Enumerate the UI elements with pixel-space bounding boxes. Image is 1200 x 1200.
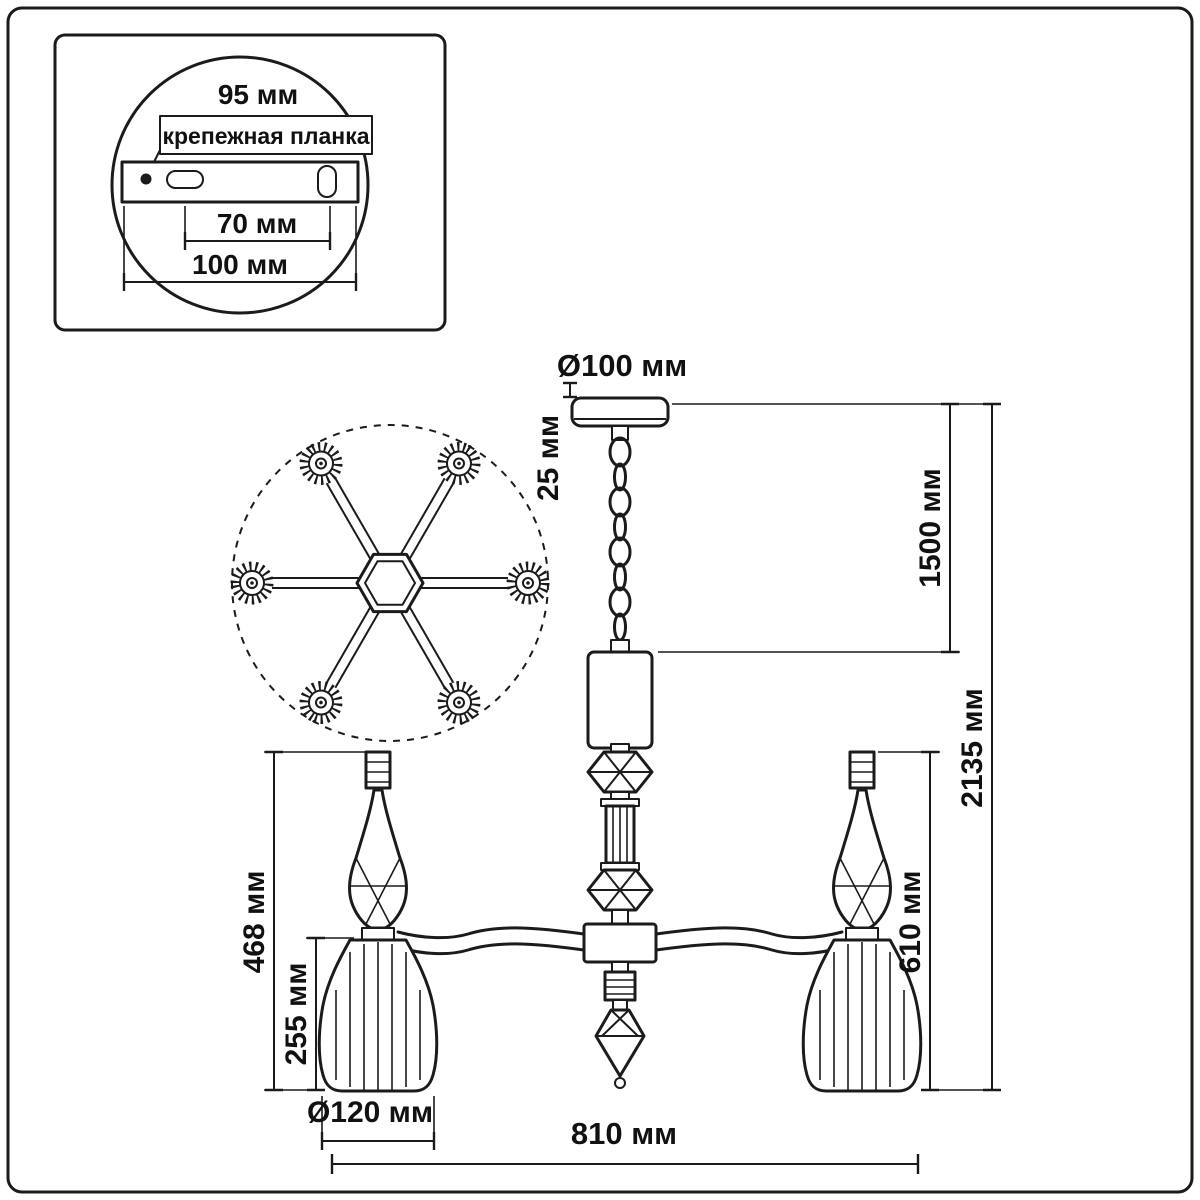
canopy-height-dim: 25 мм [532,381,577,501]
dim-610: 610 мм [894,750,939,1092]
finial-drop [594,1008,646,1078]
dim-810-label: 810 мм [571,1116,677,1151]
dim-2135: 2135 мм [956,402,1001,1092]
topview-arm-300 [400,440,482,560]
canopy-hook [611,425,629,441]
center-finial [594,961,646,1089]
dim-1500-label: 1500 мм [914,468,947,587]
dim-255: 255 мм [280,936,325,1092]
inset-box [53,33,447,332]
dim-70-label: 70 мм [217,208,297,239]
suspension-chain [608,436,632,655]
ribbed-column [600,798,640,871]
plate-slot-right [317,165,337,198]
mounting-plate [120,160,360,204]
dim-120-label: Ø120 мм [307,1096,433,1129]
candle-left [347,750,409,930]
topview-arm-120 [298,606,380,725]
dim-canopy-diameter-label: Ø100 мм [557,348,687,383]
arm-right [654,926,844,956]
dim-100-label: 100 мм [192,249,288,280]
candle-right [831,750,893,930]
upper-faceted-bead [586,743,654,800]
shade-right-collar [845,927,879,941]
dim-100: 100 мм [122,206,358,291]
dim-1500: 1500 мм [914,402,959,654]
dim-70: 70 мм [183,206,332,250]
dim-255-label: 255 мм [280,963,313,1066]
lower-faceted-bead [586,868,654,925]
lamp-left [317,750,439,1093]
mounting-detail-inset: 95 мм крепежная планка 70 мм [53,33,447,332]
topview-outline-circle [231,424,549,742]
elevation-view: Ø100 мм 25 мм [317,348,923,1093]
arm-left [396,926,586,956]
shade-left [317,938,439,1093]
shade-right [801,938,923,1093]
plate-slot-left [166,170,204,189]
dim-810: 810 мм [330,1116,920,1174]
central-hub [582,922,658,964]
dim-canopy-height-label: 25 мм [532,415,565,501]
ceiling-cup-circle [110,55,370,315]
dim-610-label: 610 мм [894,871,927,974]
plate-hole-dot [140,173,152,185]
topview-arm-180 [235,566,359,600]
dim-468-label: 468 мм [238,871,271,974]
dim-2135-label: 2135 мм [956,688,989,807]
topview-arm-240 [298,440,380,560]
topview-hub-hexagon [355,552,425,614]
plate-label-box [159,115,373,155]
canopy [570,396,670,441]
lamp-right [801,750,923,1093]
topview-arm-0 [421,566,545,600]
page-border [6,6,1194,1194]
shade-left-collar [361,927,395,941]
dim-95-label: 95 мм [218,79,298,110]
topview-arm-60 [400,606,482,725]
top-view [231,424,549,742]
upper-cylinder [586,650,654,750]
plate-label: крепежная планка [162,123,369,149]
dim-shade-diameter: Ø120 мм [307,1096,436,1150]
dim-468: 468 мм [238,750,283,1092]
